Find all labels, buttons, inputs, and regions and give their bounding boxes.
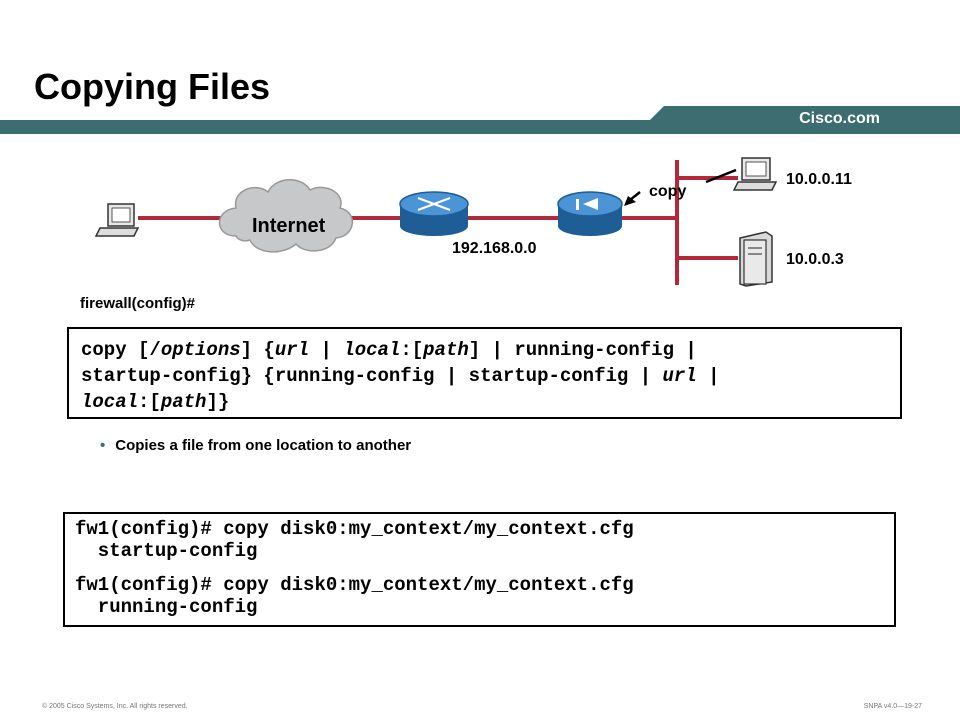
footer-page: SNPA v4.0—19-27 [863, 703, 922, 710]
example-line-1: fw1(config)# copy disk0:my_context/my_co… [75, 518, 634, 540]
header-band [0, 106, 960, 134]
host1-ip: 10.0.0.11 [786, 171, 852, 188]
workstation-icon [732, 157, 778, 191]
cloud-icon [218, 179, 353, 253]
router-icon [399, 191, 469, 236]
example-line-2-cont: running-config [75, 596, 258, 618]
cloud-label: Internet [252, 215, 326, 237]
bullet-icon: • [100, 437, 106, 454]
brand-label: Cisco.com [799, 110, 880, 127]
example-box: fw1(config)# copy disk0:my_context/my_co… [63, 512, 896, 627]
copy-connector [705, 168, 737, 184]
network-label: 192.168.0.0 [452, 240, 537, 257]
pc-icon [94, 203, 140, 237]
syntax-prompt: firewall(config)# [80, 295, 196, 312]
example-line-2: fw1(config)# copy disk0:my_context/my_co… [75, 574, 634, 596]
firewall-icon [557, 191, 623, 236]
network-diagram: Internet copy 192.168.0.0 10.0.0.11 [94, 157, 852, 287]
copy-label: copy [649, 183, 686, 200]
host2-ip: 10.0.0.3 [786, 251, 844, 268]
copy-arrow [624, 191, 641, 206]
syntax-box: copy [/options] {url | local:[path] | ru… [67, 327, 902, 419]
bullet-item: •Copies a file from one location to anot… [100, 437, 412, 454]
syntax-line-2: startup-config} {running-config | startu… [81, 365, 720, 387]
footer-copyright: © 2005 Cisco Systems, Inc. All rights re… [42, 703, 188, 710]
server-icon [739, 231, 773, 287]
example-line-1-cont: startup-config [75, 540, 258, 562]
syntax-line-3: local:[path]} [81, 391, 230, 413]
slide-title: Copying Files [34, 66, 271, 107]
syntax-line-1: copy [/options] {url | local:[path] | ru… [81, 339, 697, 361]
